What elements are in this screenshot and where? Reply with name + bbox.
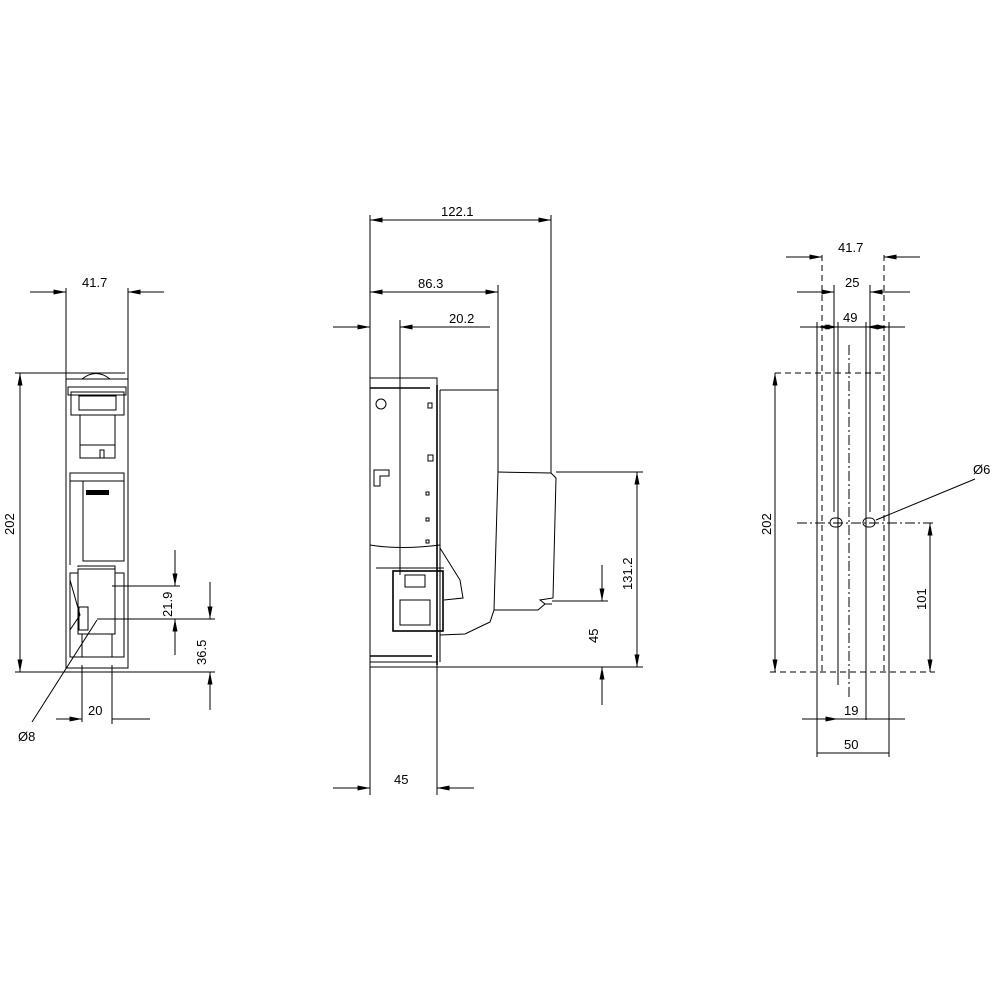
dim-front-height: 202 [2,513,17,535]
front-view: 41.7 202 21.9 36.5 20 Ø8 [2,275,215,744]
rear-view: 41.7 25 49 202 101 Ø6 19 50 [759,240,990,757]
dim-rear-height: 202 [759,513,774,535]
dim-rear-width: 41.7 [838,240,863,255]
dim-side-total-depth: 122.1 [441,204,474,219]
slot-hole-left [829,517,843,528]
dim-front-upper: 21.9 [160,592,175,617]
dim-rear-hole-height: 101 [914,588,929,610]
front-body-outline [65,373,129,669]
dim-rear-hole-diameter: Ø6 [973,462,990,477]
dim-side-handle-bottom: 45 [586,629,601,643]
dim-side-handle-height: 131.2 [620,557,635,590]
dim-rear-slot-widths: 49 [843,310,857,325]
slot-hole-right [862,517,876,528]
dim-side-base-width: 45 [394,772,408,787]
side-body-outline [369,377,557,665]
rear-outline [770,255,935,757]
rear-dimensions: 41.7 25 49 202 101 Ø6 19 50 [759,240,990,754]
side-view: 122.1 86.3 20.2 45 131.2 45 [333,204,643,795]
dim-front-hole-diameter: Ø8 [18,729,35,744]
dim-rear-hole-spacing: 19 [844,703,858,718]
dim-front-lower: 36.5 [194,640,209,665]
front-dimensions: 41.7 202 21.9 36.5 20 Ø8 [2,275,215,744]
dim-rear-overall-width: 50 [844,737,858,752]
dim-side-body-depth: 86.3 [418,276,443,291]
dim-rear-inner-width: 25 [845,275,859,290]
side-dimensions: 122.1 86.3 20.2 45 131.2 45 [333,204,643,795]
dim-side-offset: 20.2 [449,311,474,326]
dim-front-width: 41.7 [82,275,107,290]
dim-front-hole-spacing: 20 [88,703,102,718]
